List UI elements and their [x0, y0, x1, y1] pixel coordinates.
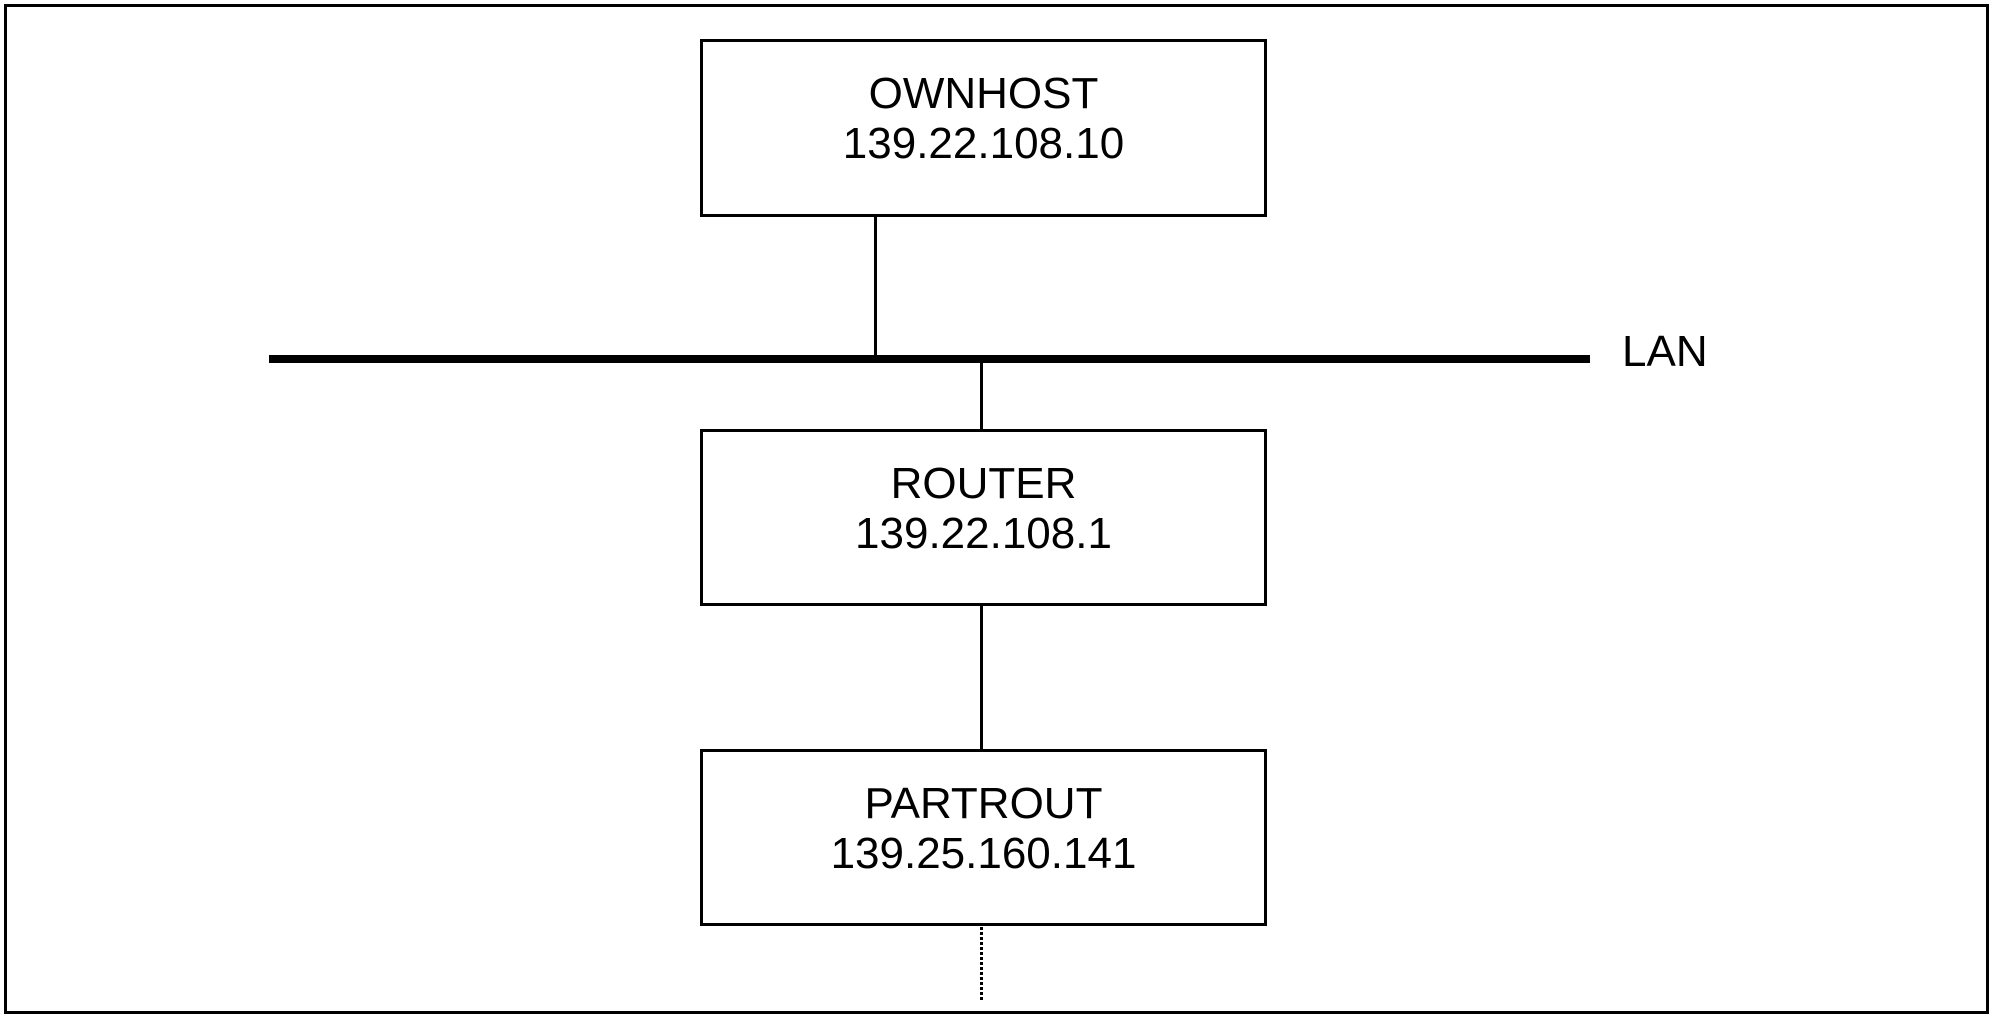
node-router-name: ROUTER: [890, 458, 1077, 508]
node-ownhost-address: 139.22.108.10: [842, 119, 1125, 168]
node-partrout-address: 139.25.160.141: [830, 828, 1137, 878]
outer-frame: [4, 4, 1989, 1014]
lan-label: LAN: [1622, 327, 1708, 376]
connector-router-partrout: [980, 604, 983, 751]
node-ownhost-name: OWNHOST: [868, 69, 1099, 118]
node-ownhost: OWNHOST 139.22.108.10: [700, 39, 1267, 217]
lan-bus-line: [269, 355, 1590, 363]
node-router-address: 139.22.108.1: [855, 508, 1112, 558]
connector-ownhost-lan: [874, 215, 877, 358]
node-partrout-name: PARTROUT: [864, 778, 1103, 828]
node-router: ROUTER 139.22.108.1: [700, 429, 1267, 606]
dotted-link-partrout-offpage: [980, 927, 983, 1001]
node-partrout: PARTROUT 139.25.160.141: [700, 749, 1267, 926]
connector-lan-router: [980, 361, 983, 431]
